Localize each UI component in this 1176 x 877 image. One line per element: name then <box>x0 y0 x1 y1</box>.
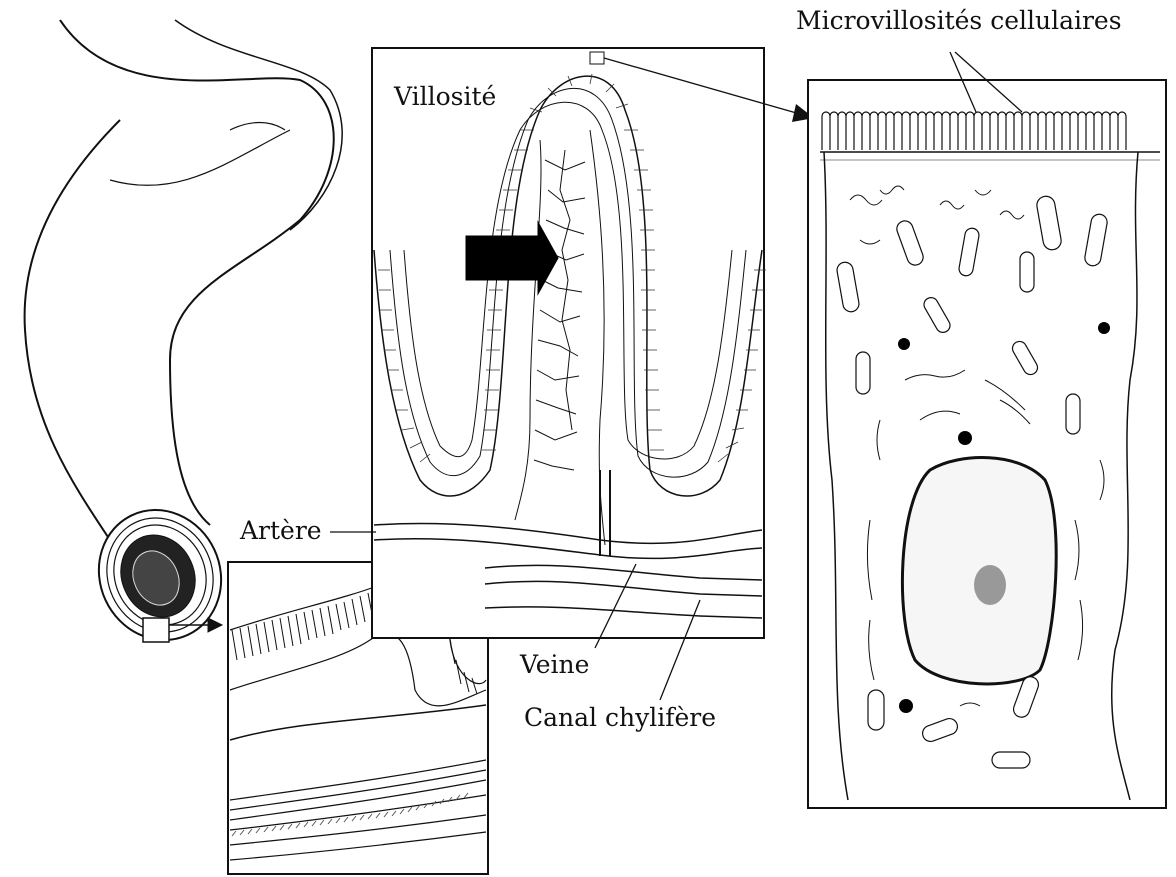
intestine-tube <box>25 20 343 540</box>
cell-nucleus <box>902 458 1056 684</box>
villus-panel <box>372 48 814 638</box>
veine-label: Veine <box>520 652 589 677</box>
tube-cross-section <box>78 490 243 660</box>
canal-label: Canal chylifère <box>524 705 716 730</box>
tip-zoom-box <box>590 52 604 64</box>
section-zoom-box <box>143 618 169 642</box>
microvillosites-label: Microvillosités cellulaires <box>796 8 1122 33</box>
cell-panel <box>808 52 1166 808</box>
villosite-label: Villosité <box>394 84 496 109</box>
artere-label: Artère <box>240 518 322 543</box>
